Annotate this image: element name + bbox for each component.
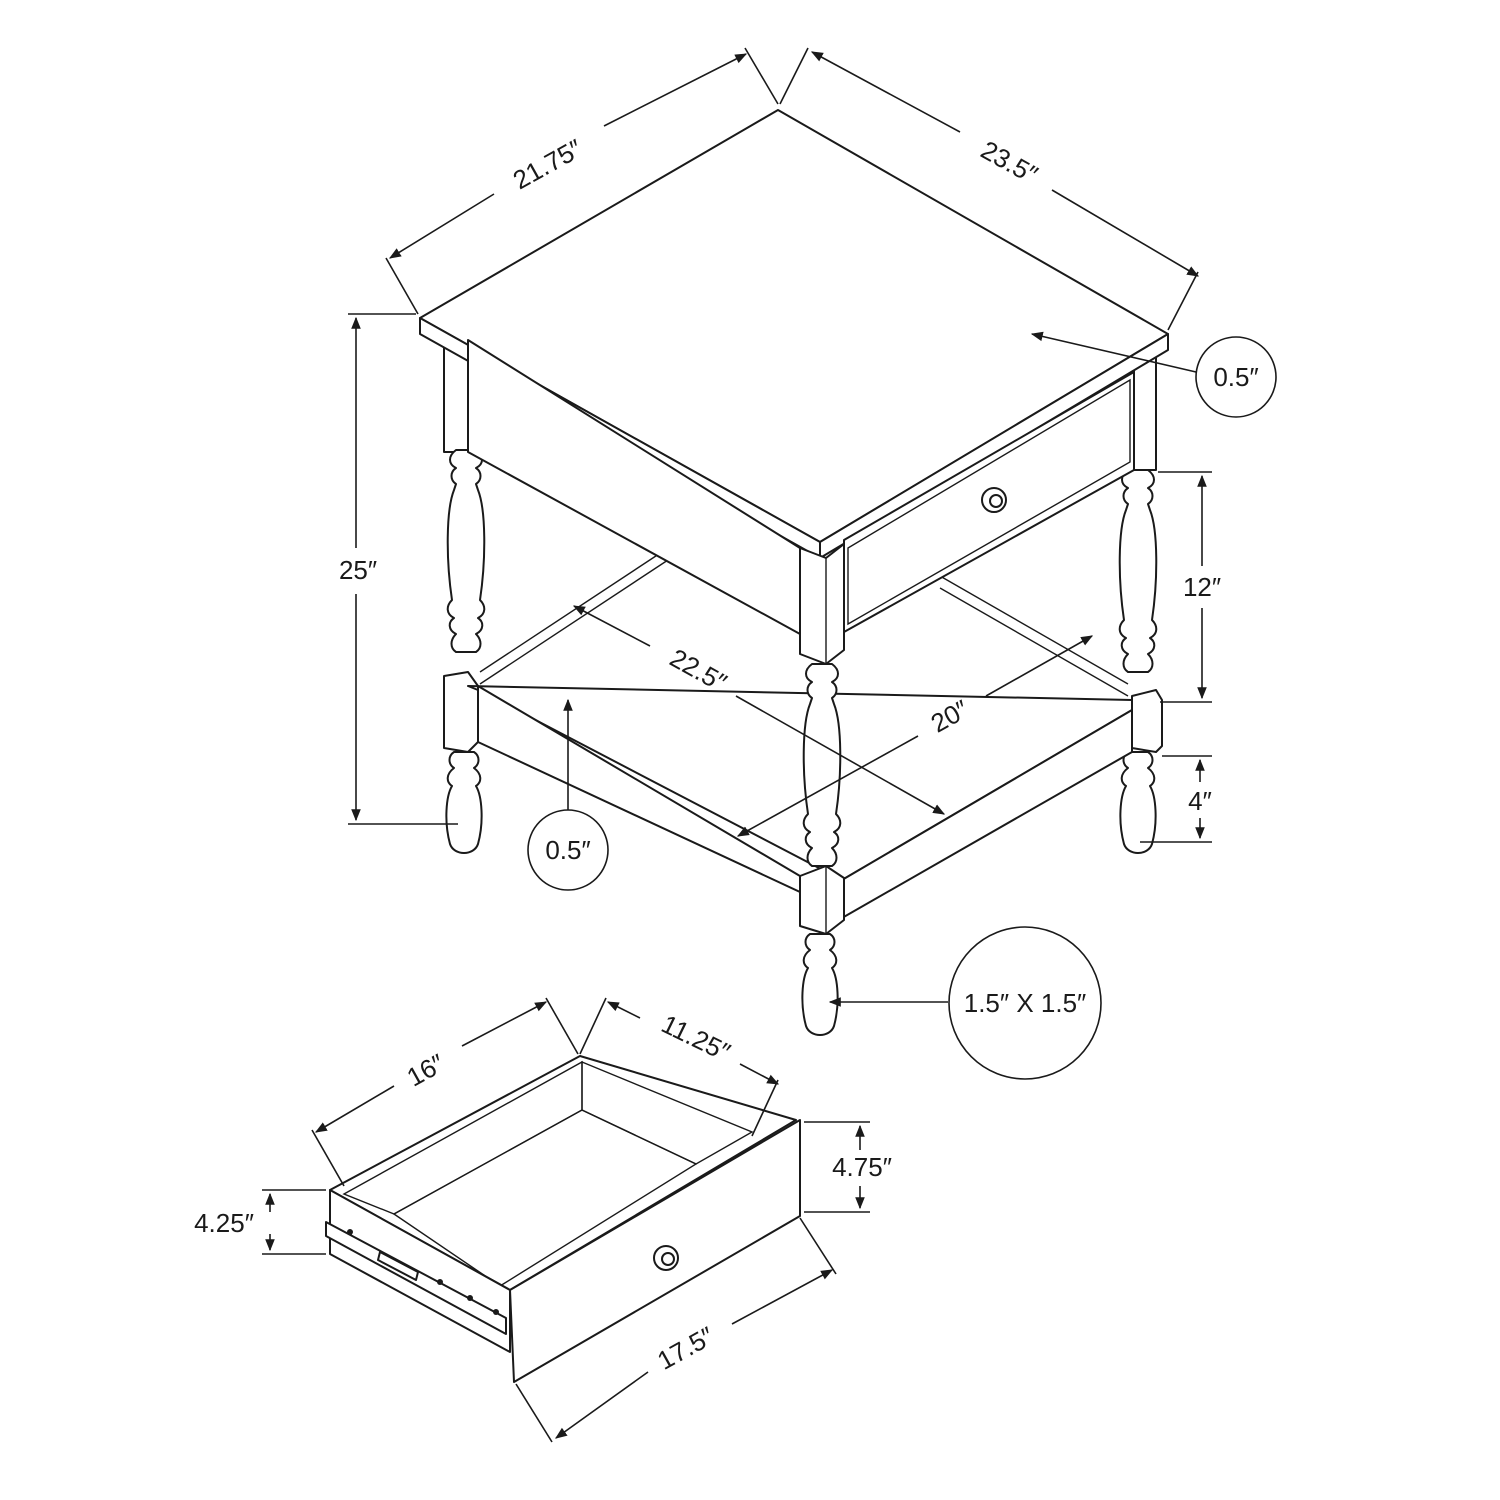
front-corner-leg <box>799 543 845 1036</box>
drawer-width-label: 11.25″ <box>657 1009 735 1068</box>
drawer-side-height-label: 4.25″ <box>194 1208 254 1238</box>
shelf-thickness-label: 0.5″ <box>545 835 590 865</box>
drawer-slide <box>325 1221 507 1335</box>
drawer-front-width-label: 17.5″ <box>652 1321 719 1376</box>
lower-shelf <box>467 547 1133 919</box>
foot-height-label: 4″ <box>1188 786 1212 816</box>
drawer-front-knob <box>653 1245 679 1271</box>
top-width-label: 21.75″ <box>508 133 588 195</box>
leg-size-label: 1.5″ X 1.5″ <box>964 988 1086 1018</box>
leg-size-callout <box>948 926 1102 1080</box>
total-height-label: 25″ <box>339 555 377 585</box>
drawer-drawing <box>325 1055 801 1383</box>
drawer-knob <box>981 487 1007 513</box>
drawer-front-height-label: 4.75″ <box>832 1152 892 1182</box>
drawer-depth-label: 16″ <box>402 1048 450 1093</box>
top-depth-label: 23.5″ <box>976 135 1043 190</box>
top-thickness-callout <box>1195 336 1277 418</box>
top-thickness-label: 0.5″ <box>1213 362 1258 392</box>
end-table-drawing <box>419 109 1169 1036</box>
shelf-thickness-callout <box>527 809 609 891</box>
drawer-front-panel <box>509 1119 801 1383</box>
drawer-clearance-label: 12″ <box>1183 572 1221 602</box>
